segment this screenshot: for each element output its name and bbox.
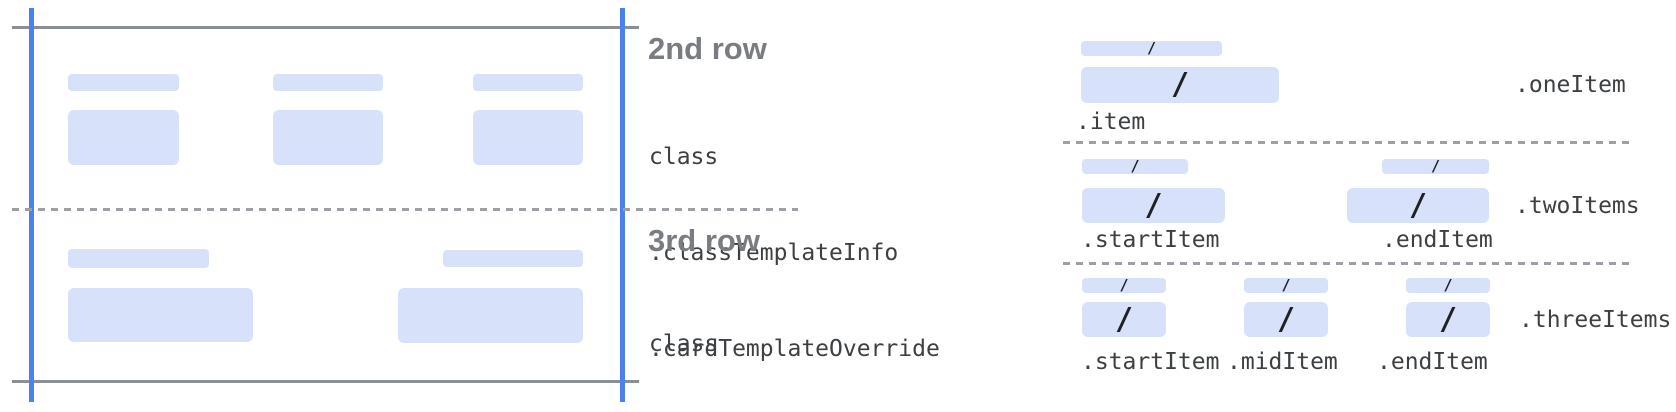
card-left-guide	[29, 8, 34, 402]
slash-placeholder: /	[1443, 276, 1453, 294]
card-right-guide	[620, 8, 625, 402]
item-label: .endItem	[1377, 349, 1488, 375]
code-line: .classTemplateInfo	[649, 240, 899, 266]
slash-placeholder: /	[1130, 157, 1140, 175]
code-line: .cardTemplateOverride	[649, 336, 940, 362]
item-label: .endItem	[1382, 227, 1493, 253]
slash-placeholder: /	[1119, 276, 1129, 294]
variant-divider-dashed	[1063, 262, 1635, 265]
item-value-placeholder: /	[1081, 67, 1279, 103]
item-label-placeholder: /	[1244, 278, 1328, 293]
item-value-placeholder: /	[1082, 188, 1225, 223]
field-value-placeholder	[273, 110, 383, 165]
item-label: .startItem	[1081, 349, 1220, 375]
row-variant-label: .oneItem	[1515, 72, 1626, 98]
slash-placeholder: /	[1438, 301, 1458, 337]
item-label-placeholder: /	[1382, 159, 1489, 174]
item-label: .midItem	[1227, 349, 1338, 375]
field-label-placeholder	[68, 249, 209, 268]
section-heading-3rd-row: 3rd row	[648, 223, 760, 258]
field-value-placeholder	[68, 288, 253, 342]
row-variant-label: .threeItems	[1519, 307, 1672, 333]
slash-placeholder: /	[1114, 301, 1134, 337]
field-value-placeholder	[473, 110, 583, 165]
item-label-placeholder: /	[1082, 159, 1188, 174]
item-label: .item	[1076, 109, 1146, 135]
field-label-placeholder	[443, 250, 583, 267]
card-bottom-border	[12, 380, 639, 383]
section-heading-2nd-row: 2nd row	[648, 31, 767, 66]
item-label-placeholder: /	[1081, 41, 1222, 56]
item-label-placeholder: /	[1082, 278, 1166, 293]
item-label-placeholder: /	[1406, 278, 1490, 293]
item-value-placeholder: /	[1406, 302, 1490, 337]
item-value-placeholder: /	[1347, 188, 1489, 223]
field-value-placeholder	[398, 288, 583, 343]
slash-placeholder: /	[1146, 39, 1157, 57]
item-value-placeholder: /	[1244, 302, 1328, 337]
item-value-placeholder: /	[1082, 302, 1166, 337]
variant-divider-dashed	[1063, 141, 1635, 144]
item-label: .startItem	[1081, 227, 1220, 253]
slash-placeholder: /	[1281, 276, 1291, 294]
field-label-placeholder	[273, 74, 383, 91]
code-line: class	[649, 144, 719, 170]
card-top-border	[12, 26, 639, 29]
code-line: class	[649, 331, 719, 357]
slash-placeholder: /	[1170, 67, 1190, 102]
code-path-3rd-row: class .classTemplateInfo .cardTemplateOv…	[649, 264, 981, 412]
row-variant-label: .twoItems	[1515, 193, 1640, 219]
slash-placeholder: /	[1408, 187, 1428, 223]
field-label-placeholder	[473, 74, 583, 91]
field-label-placeholder	[68, 74, 179, 91]
code-path-2nd-row: class .classTemplateInfo .cardTemplateOv…	[649, 77, 981, 412]
field-value-placeholder	[68, 110, 179, 165]
row-divider-dashed	[12, 208, 798, 211]
slash-placeholder: /	[1144, 187, 1163, 223]
slash-placeholder: /	[1276, 301, 1296, 337]
slash-placeholder: /	[1430, 157, 1441, 175]
